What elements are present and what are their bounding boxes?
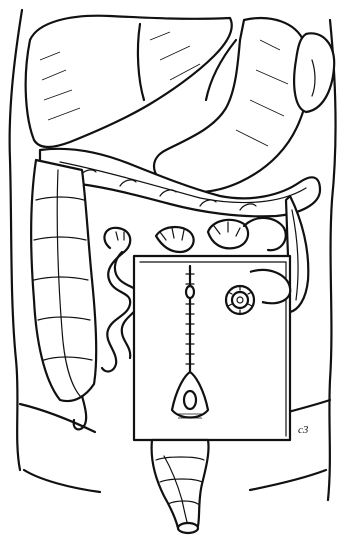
spleen [294,33,334,112]
artist-signature: c3 [298,424,308,436]
sigmoid-colon [152,440,209,533]
ascending-colon [31,160,96,401]
liver [26,16,232,147]
